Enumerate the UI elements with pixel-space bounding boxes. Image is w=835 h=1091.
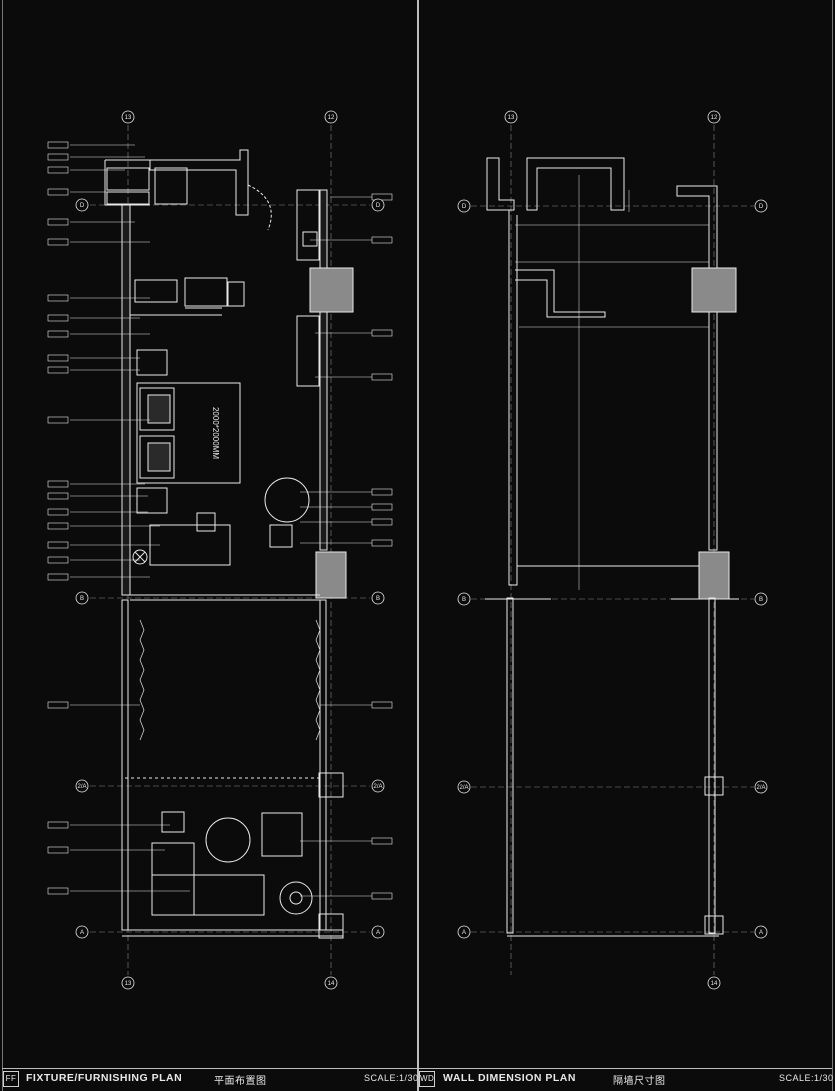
drawing-code: FF <box>3 1071 19 1087</box>
drawing-code: WD <box>419 1071 435 1087</box>
drawing-title-cn: 平面布置图 <box>214 1076 267 1087</box>
grid-label: A <box>376 930 380 936</box>
grid-label: A <box>759 930 763 936</box>
grid-label: 14 <box>328 981 335 987</box>
grid-bubble-12 <box>324 110 338 124</box>
sheet-border-right <box>832 0 833 1091</box>
wall-dimension-plan: 13 12 D D B B 2/A 2/A A A 14 <box>457 110 768 990</box>
fixture-furnishing-plan: 13 12 D D B B 2/A 2/A A A 13 14 2000*200… <box>47 110 393 990</box>
grid-label: B <box>462 597 466 603</box>
grid-label: 12 <box>711 115 718 121</box>
bed-size-label: 2000*2000MM <box>211 407 220 459</box>
drawing-title: FIXTURE/FURNISHING PLAN <box>26 1072 183 1084</box>
grid-label: D <box>759 204 764 210</box>
grid-label: A <box>80 930 84 936</box>
grid-label: D <box>80 203 85 209</box>
grid-label: 2/A <box>77 784 86 790</box>
title-block-right: WD WALL DIMENSION PLAN 隔墙尺寸图 SCALE:1/30 <box>419 1068 834 1090</box>
grid-label: B <box>80 596 84 602</box>
panel-divider <box>417 0 419 1091</box>
drawing-title-cn: 隔墙尺寸图 <box>613 1076 666 1087</box>
grid-label: 2/A <box>756 785 765 791</box>
grid-label: A <box>462 930 466 936</box>
grid-label: 2/A <box>373 784 382 790</box>
drawing-scale: SCALE:1/30 <box>364 1073 419 1083</box>
grid-label: B <box>376 596 380 602</box>
grid-bubble-13 <box>121 110 135 124</box>
grid-label: 13 <box>125 981 132 987</box>
drawing-scale: SCALE:1/30 <box>779 1073 834 1083</box>
grid-label: 13 <box>125 115 132 121</box>
grid-label: D <box>376 203 381 209</box>
grid-label: 14 <box>711 981 718 987</box>
title-block-left: FF FIXTURE/FURNISHING PLAN 平面布置图 SCALE:1… <box>2 1068 419 1090</box>
grid-label: 13 <box>508 115 515 121</box>
grid-label: 2/A <box>459 785 468 791</box>
grid-label: 12 <box>328 115 335 121</box>
sheet-border-left <box>2 0 3 1091</box>
drawing-title: WALL DIMENSION PLAN <box>443 1072 576 1084</box>
grid-label: D <box>462 204 467 210</box>
grid-label: B <box>759 597 763 603</box>
